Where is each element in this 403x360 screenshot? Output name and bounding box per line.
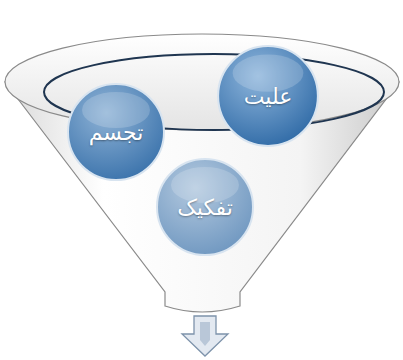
concept-circle: تجسم [66, 82, 166, 182]
funnel-rim [5, 34, 399, 130]
concept-circle: علیت [216, 44, 320, 148]
concept-circle: تفکیک [155, 157, 255, 257]
concept-label: تجسم [89, 120, 144, 145]
concept-label: تفکیک [177, 195, 233, 220]
concept-label: علیت [244, 84, 293, 109]
down-arrow [182, 316, 228, 356]
down-arrow-inner [200, 322, 210, 346]
